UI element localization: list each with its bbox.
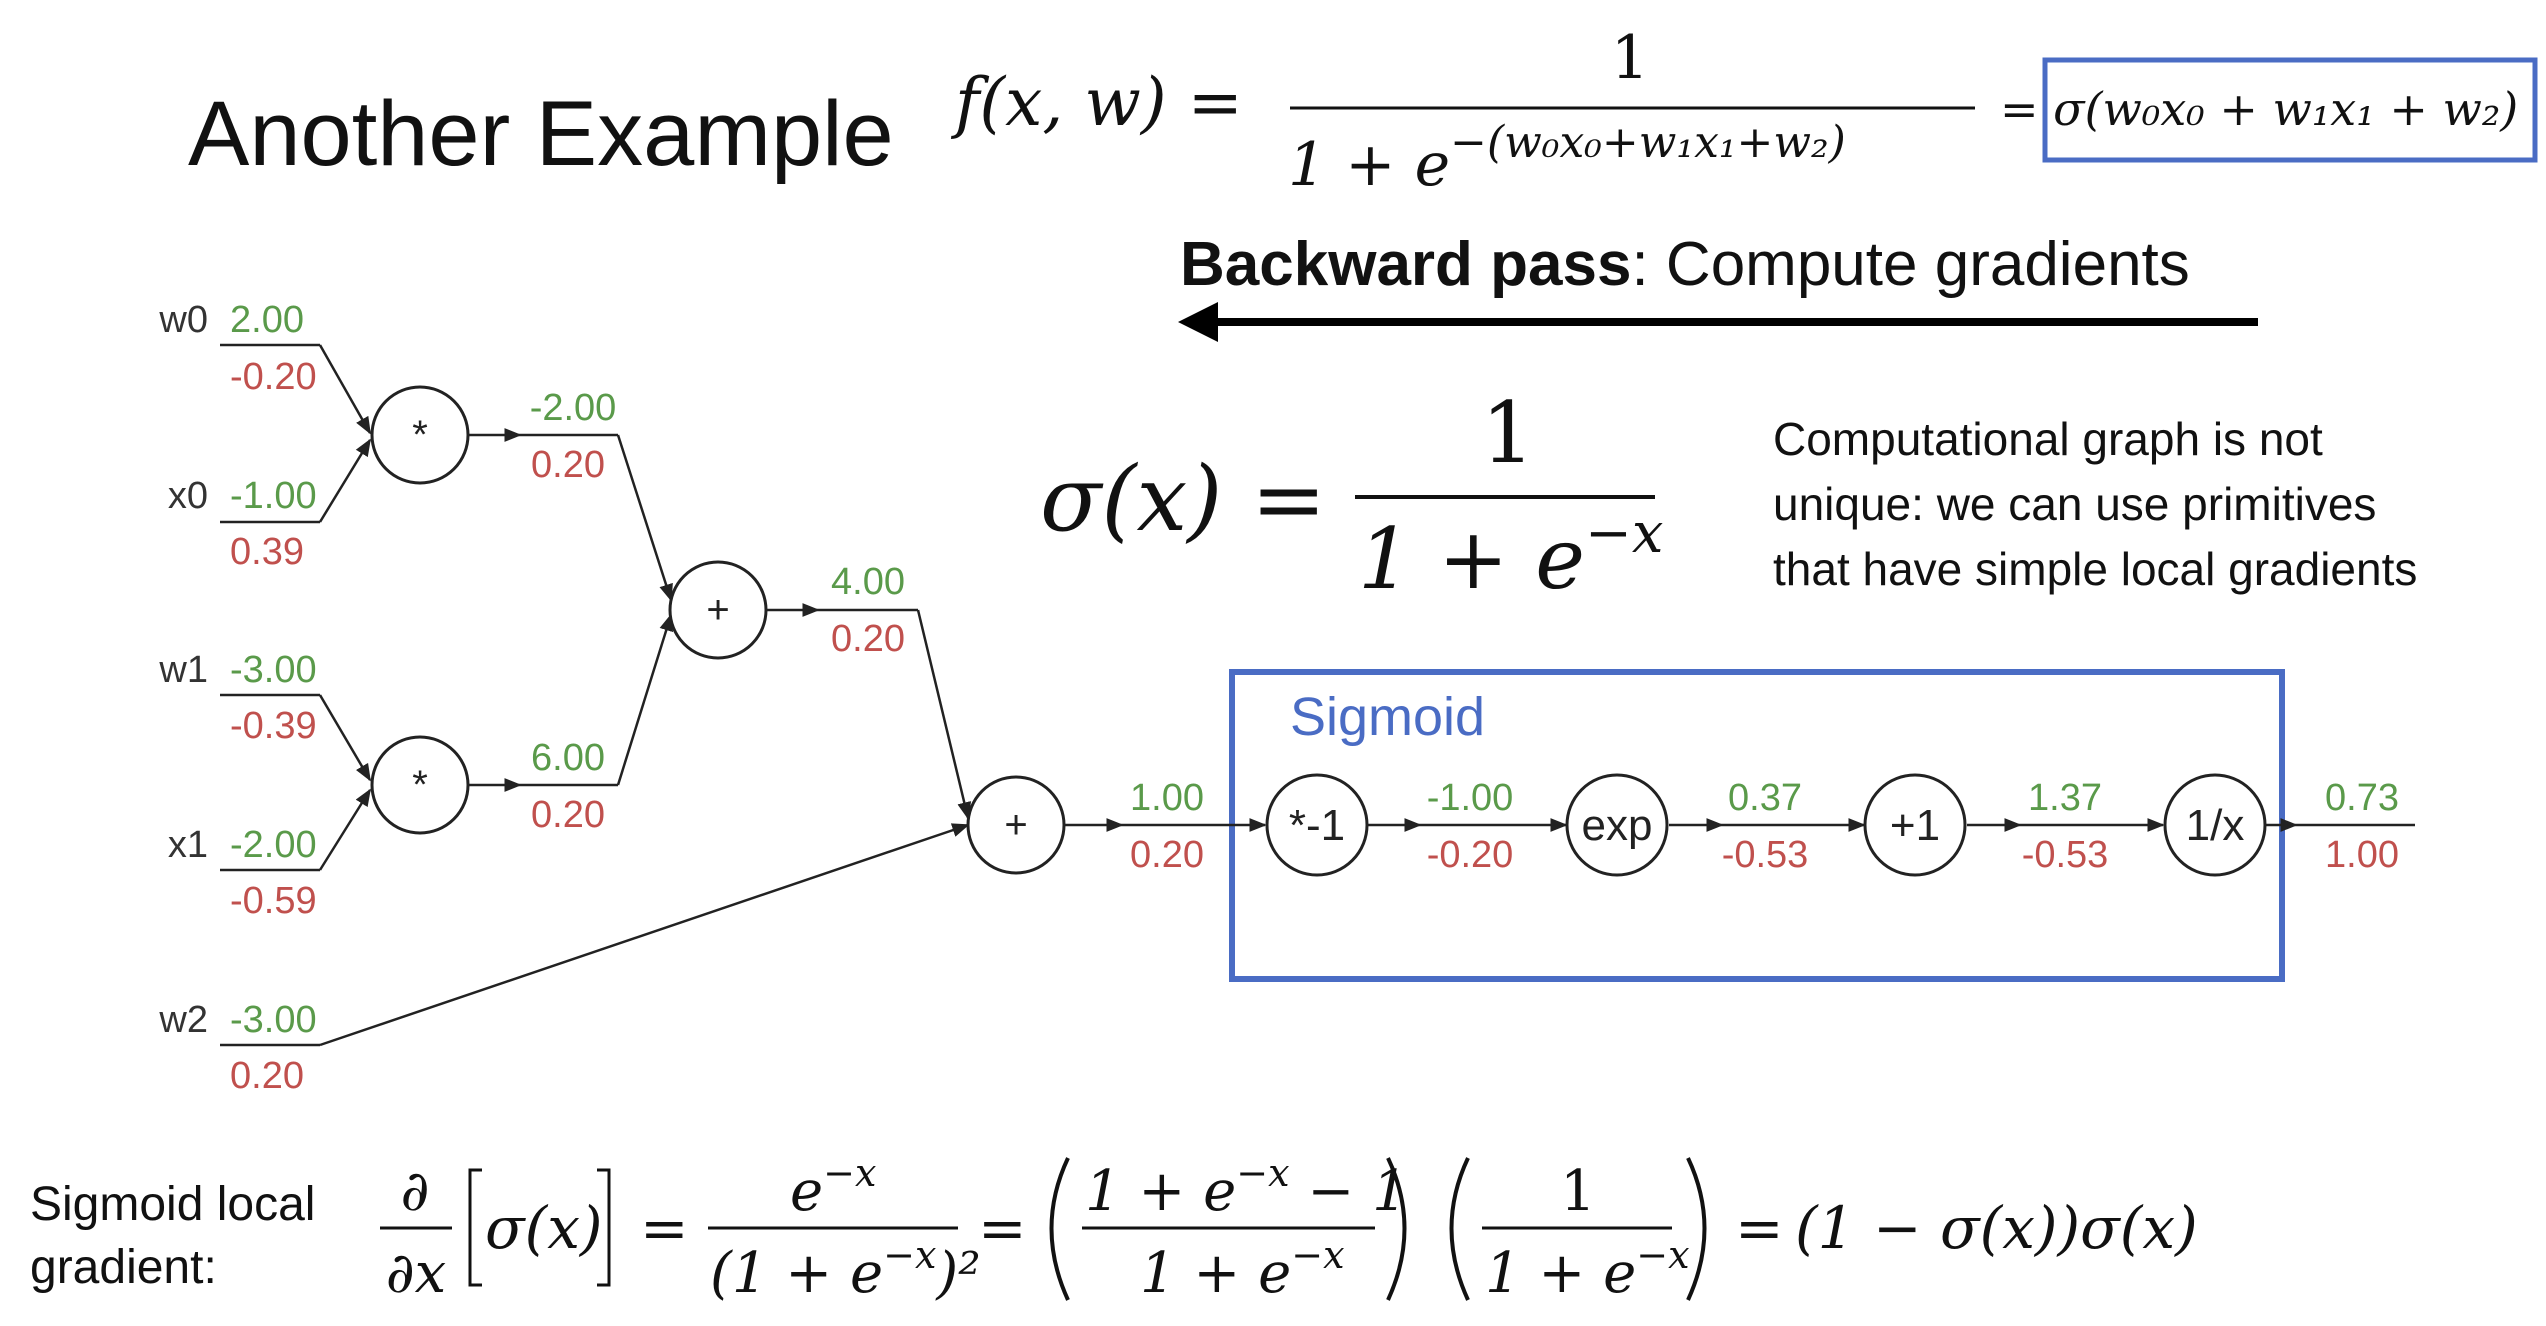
local-gradient-label: gradient: xyxy=(30,1241,217,1294)
equals: = xyxy=(978,1194,1027,1262)
boxed-sigma-form xyxy=(2042,57,2538,163)
input-name: w1 xyxy=(158,649,208,691)
frac1-den: (1 + e−x)² xyxy=(710,1233,981,1306)
input-name: w0 xyxy=(158,299,208,341)
svg-text:1/x: 1/x xyxy=(2186,801,2245,850)
edge-grad: 0.20 xyxy=(531,444,605,486)
input-name: w2 xyxy=(158,999,208,1041)
edge-to-add1-a xyxy=(916,609,972,820)
node-plus1: +1 xyxy=(1863,773,1967,877)
boxed-formula: = σ(w₀x₀ + w₁x₁ + w₂) xyxy=(2000,82,2518,136)
node-add0: + xyxy=(668,560,768,660)
edge-grad: 0.20 xyxy=(831,618,905,660)
sigmoid-label: Sigmoid xyxy=(1290,687,1485,747)
note: Computational graph is not unique: we ca… xyxy=(1773,413,2417,595)
bracket-left xyxy=(468,1168,482,1287)
edge-grad: 1.00 xyxy=(2325,834,2399,876)
edge-grad: -0.53 xyxy=(1722,834,1809,876)
paren-left xyxy=(1449,1157,1470,1301)
svg-text:+: + xyxy=(706,588,729,632)
svg-text:*: * xyxy=(412,413,428,457)
sigma-lhs: σ(x) = xyxy=(1040,447,1326,552)
edge-to-add0-b xyxy=(616,613,673,786)
edge-value: 1.37 xyxy=(2028,777,2102,819)
partial-top: ∂ xyxy=(401,1159,430,1224)
paren-right xyxy=(1386,1157,1407,1301)
frac2-den: 1 + e−x xyxy=(1140,1233,1345,1306)
edge-value: 1.00 xyxy=(1130,777,1204,819)
graph-edges xyxy=(220,343,2415,1047)
edge-value: -1.00 xyxy=(1427,777,1514,819)
svg-text:*-1: *-1 xyxy=(1289,801,1345,850)
frac3-num: 1 xyxy=(1560,1159,1596,1224)
note-line: that have simple local gradients xyxy=(1773,543,2417,595)
note-line: unique: we can use primitives xyxy=(1773,478,2376,530)
edge-value: -2.00 xyxy=(530,387,617,429)
graph-nodes: * * + + *-1 exp +1 1/x xyxy=(370,385,2267,877)
frac2-num: 1 + e−x − 1 xyxy=(1085,1151,1408,1224)
header-formula: f(x, w) = 1 1 + e−(w₀x₀+w₁x₁+w₂) = σ(w₀x… xyxy=(950,23,2538,200)
input-name: x0 xyxy=(168,475,208,517)
edge-labels: -2.00 0.20 6.00 0.20 4.00 0.20 1.00 0.20… xyxy=(530,387,2399,876)
edge-w2-add1 xyxy=(319,823,970,1047)
input-value: -3.00 xyxy=(230,649,317,691)
formula-lhs: f(x, w) = xyxy=(950,64,1243,141)
formula-numerator: 1 xyxy=(1611,23,1649,93)
node-exp: exp xyxy=(1565,773,1669,877)
input-value: -1.00 xyxy=(230,475,317,517)
partial-bottom: ∂x xyxy=(386,1241,447,1306)
input-grad: 0.20 xyxy=(230,1055,304,1097)
sigma-term: σ(x) xyxy=(485,1194,603,1262)
edge-value: 0.37 xyxy=(1728,777,1802,819)
sigma-definition: σ(x) = 1 1 + e−x xyxy=(1040,384,1663,608)
edge-value: 0.73 xyxy=(2325,777,2399,819)
node-add1: + xyxy=(966,775,1066,875)
input-value: -2.00 xyxy=(230,824,317,866)
edge-value: 6.00 xyxy=(531,737,605,779)
equals: = xyxy=(640,1194,689,1262)
edge-value: 4.00 xyxy=(831,561,905,603)
formula-den: 1 + e−(w₀x₀+w₁x₁+w₂) xyxy=(1288,117,1846,200)
svg-text:exp: exp xyxy=(1582,801,1653,850)
paren-right xyxy=(1686,1157,1707,1301)
edge-x1-mul1 xyxy=(318,788,372,871)
equals: = xyxy=(1735,1194,1784,1262)
edge-w0-mul0 xyxy=(318,344,372,435)
bracket-right xyxy=(597,1168,611,1287)
edge-grad: -0.20 xyxy=(1427,834,1514,876)
node-mul0: * xyxy=(370,385,470,485)
local-gradient: Sigmoid local gradient: ∂ ∂x σ(x) = e−x … xyxy=(30,1151,2198,1306)
edge-to-add0-a xyxy=(616,434,673,602)
input-value: -3.00 xyxy=(230,999,317,1041)
edge-grad: 0.20 xyxy=(1130,834,1204,876)
local-gradient-label: Sigmoid local xyxy=(30,1178,315,1231)
svg-text:+: + xyxy=(1004,803,1027,847)
input-grad: -0.39 xyxy=(230,705,317,747)
input-value: 2.00 xyxy=(230,299,304,341)
edge-w1-mul1 xyxy=(318,694,372,782)
svg-text:*: * xyxy=(412,763,428,807)
edge-grad: -0.53 xyxy=(2022,834,2109,876)
gradient-result: (1 − σ(x))σ(x) xyxy=(1795,1194,2198,1262)
sigma-numerator: 1 xyxy=(1481,384,1534,482)
svg-text:+1: +1 xyxy=(1890,801,1940,850)
frac3-den: 1 + e−x xyxy=(1485,1233,1690,1306)
input-labels: w0 2.00 -0.20 x0 -1.00 0.39 w1 -3.00 -0.… xyxy=(158,299,316,1097)
node-neg: *-1 xyxy=(1265,773,1369,877)
input-name: x1 xyxy=(168,824,208,866)
paren-left xyxy=(1049,1157,1070,1301)
sigma-den: 1 + e−x xyxy=(1358,501,1663,608)
edge-x0-mul0 xyxy=(318,438,372,523)
backward-pass-heading: Backward pass: Compute gradients xyxy=(1180,230,2190,299)
slide-title: Another Example xyxy=(188,83,894,185)
input-grad: -0.59 xyxy=(230,880,317,922)
edge-grad: 0.20 xyxy=(531,794,605,836)
input-grad: 0.39 xyxy=(230,531,304,573)
node-mul1: * xyxy=(370,735,470,835)
input-grad: -0.20 xyxy=(230,356,317,398)
node-inv: 1/x xyxy=(2163,773,2267,877)
frac1-num: e−x xyxy=(790,1151,876,1224)
note-line: Computational graph is not xyxy=(1773,413,2323,465)
